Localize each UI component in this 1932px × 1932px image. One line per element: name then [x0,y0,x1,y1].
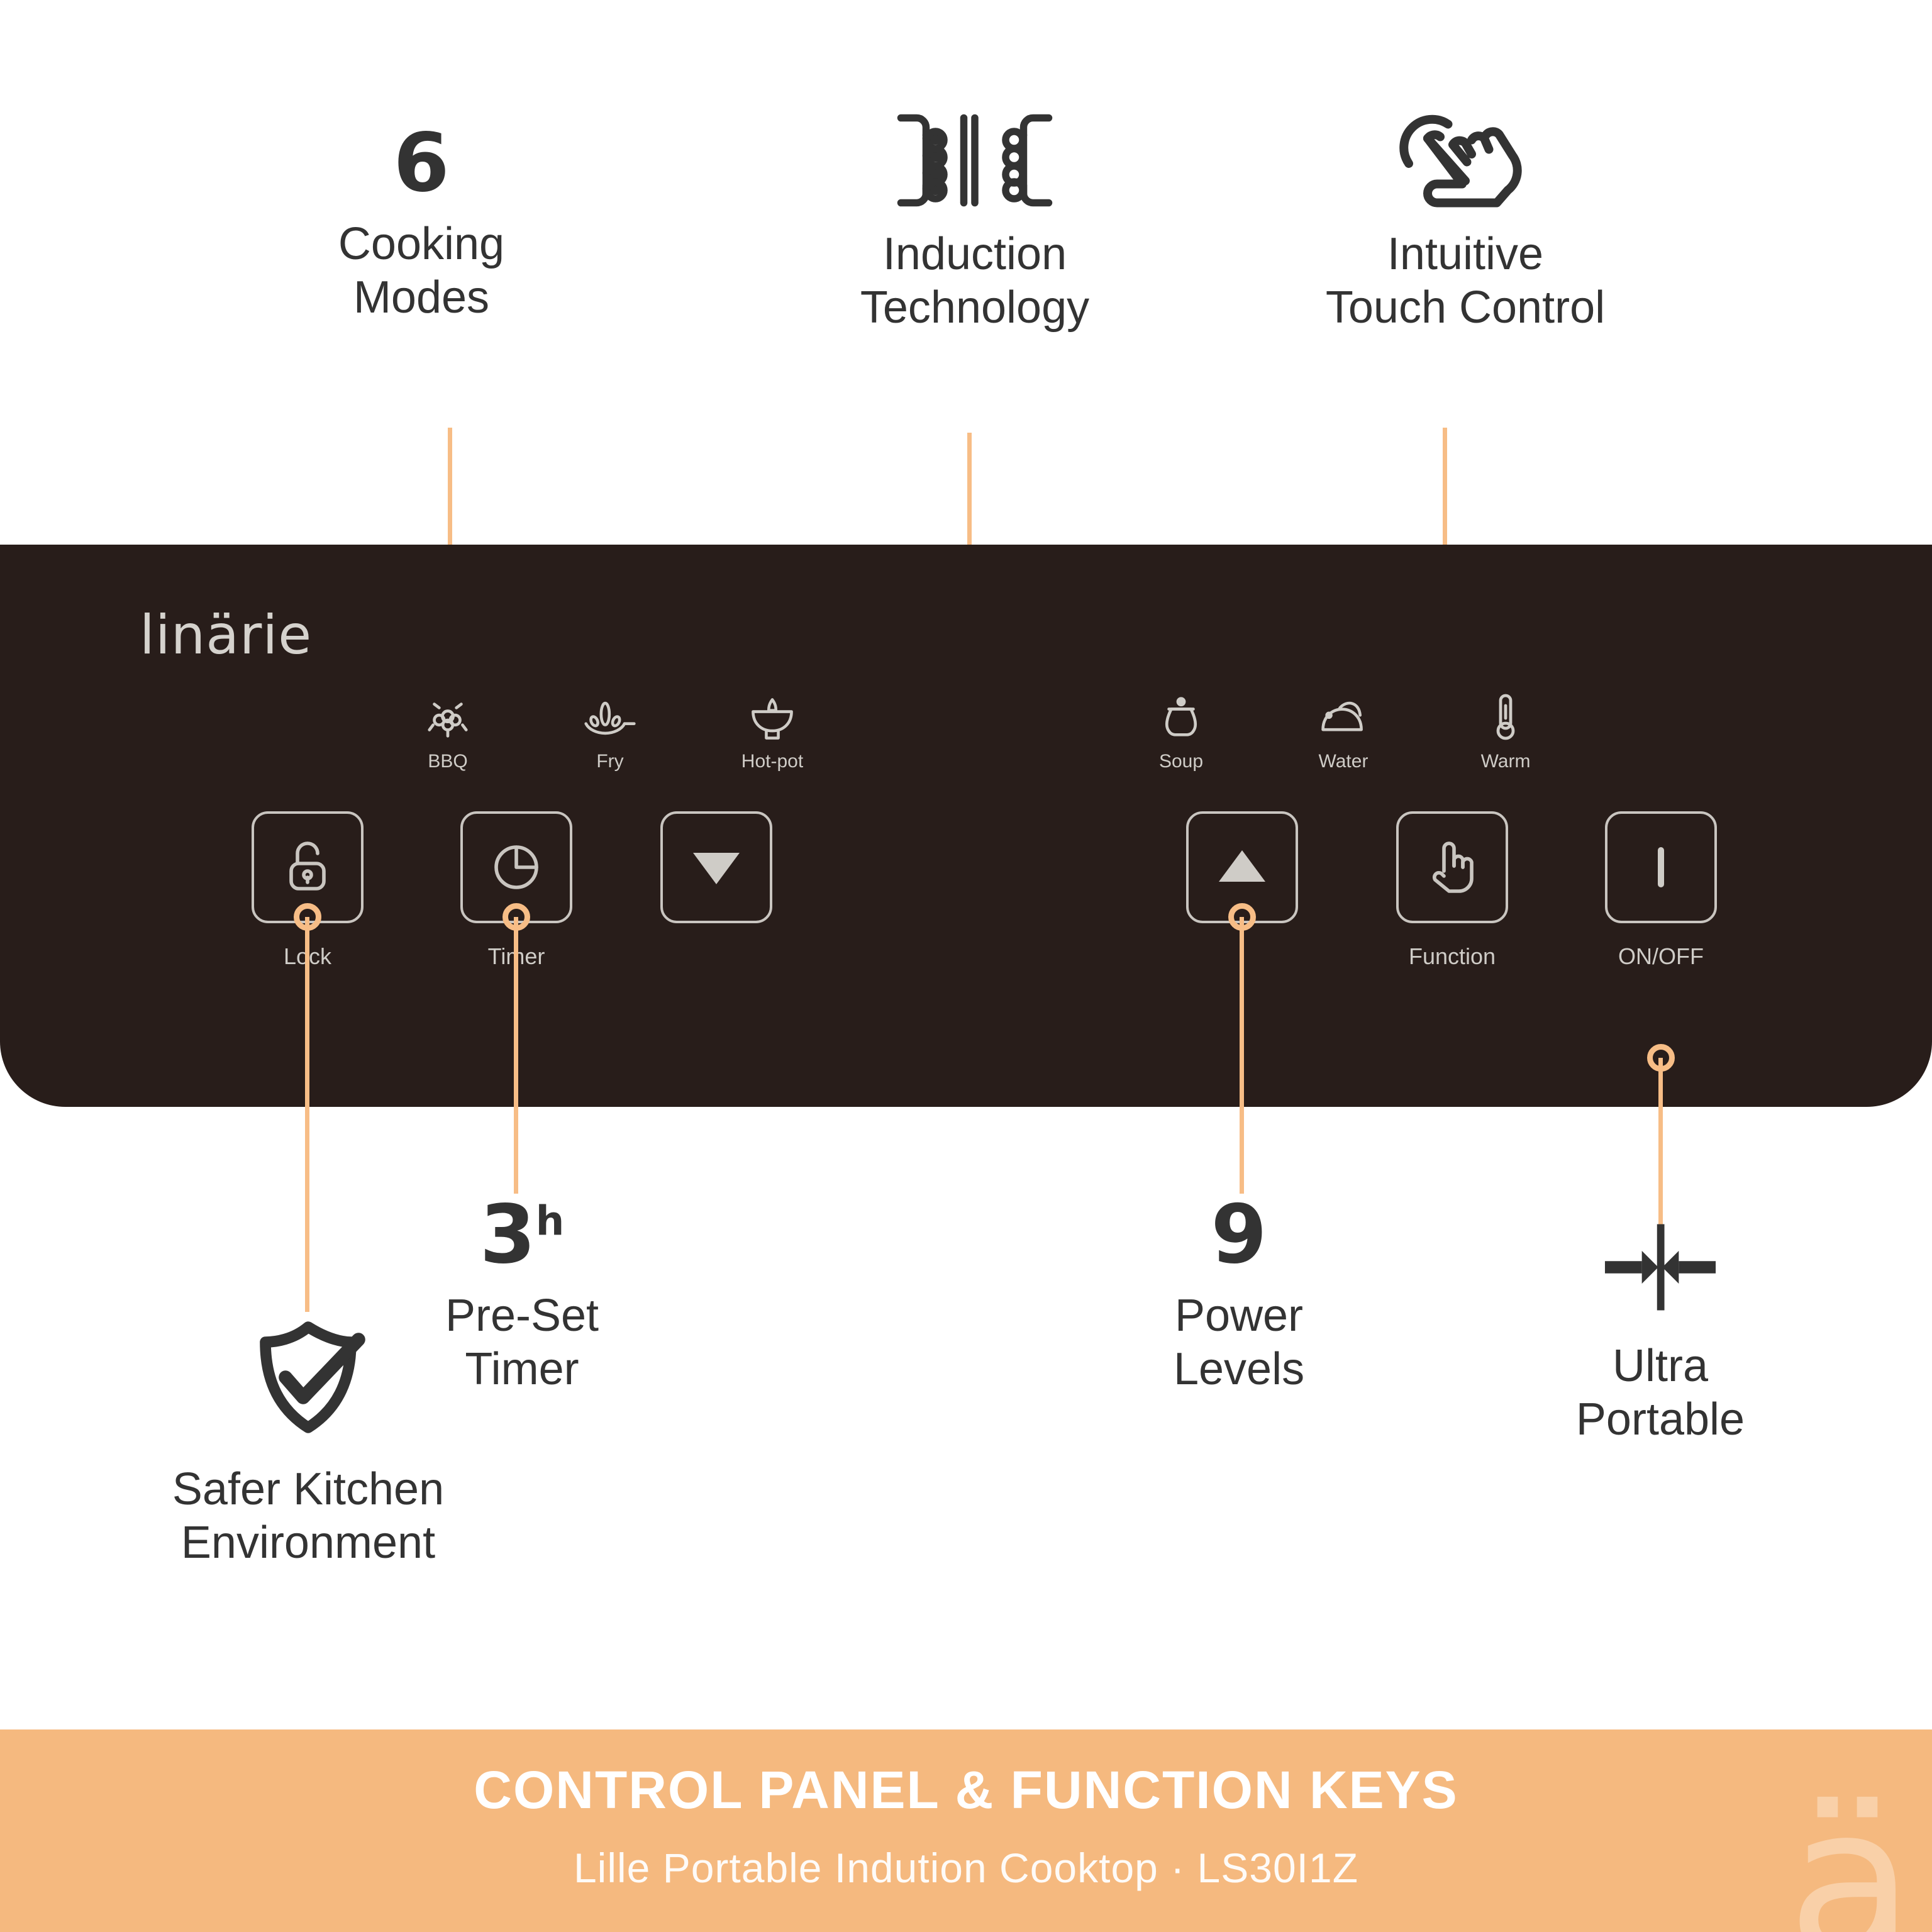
power-levels-number: 9 [1211,1188,1267,1282]
mode-bbq[interactable]: BBQ [385,691,511,772]
mode-warm-label: Warm [1480,751,1531,772]
power-bar-icon [1658,847,1664,887]
mode-hotpot[interactable]: Hot-pot [709,691,835,772]
mode-soup-label: Soup [1158,751,1204,772]
induction-transformer-icon [711,107,1239,214]
mode-water-label: Water [1318,751,1368,772]
feature-safer-kitchen: Safer Kitchen Environment [113,1314,503,1570]
kettle-icon [1280,691,1406,743]
feature-induction-technology: Induction Technology [711,107,1239,335]
feature-ultra-portable: Ultra Portable [1497,1214,1824,1446]
soup-pot-icon [1118,691,1244,743]
key-on-off[interactable] [1605,811,1717,923]
power-levels-caption: Power Levels [1173,1291,1305,1394]
key-function[interactable] [1396,811,1508,923]
key-on-off-label: ON/OFF [1618,943,1704,969]
compact-arrows-icon [1497,1214,1824,1314]
banner-title: CONTROL PANEL & FUNCTION KEYS [474,1760,1458,1819]
feature-preset-timer: 3h Pre-Set Timer [352,1195,692,1396]
mode-soup[interactable]: Soup [1118,691,1244,772]
mode-bbq-label: BBQ [428,751,468,772]
touch-control-caption: Intuitive Touch Control [1325,229,1606,333]
connector-lock [305,917,309,1312]
fry-flame-icon [547,691,673,743]
feature-power-levels: 9 Power Levels [1069,1195,1409,1396]
triangle-up-icon [1219,850,1265,882]
preset-timer-caption: Pre-Set Timer [445,1291,599,1394]
touch-gesture-icon [1182,107,1748,214]
clock-pie-icon [494,845,538,889]
banner-subtitle: Lille Portable Indution Cooktop · LS30I1… [573,1845,1359,1891]
cooking-modes-number: 6 [393,116,450,210]
bottom-banner: ä CONTROL PANEL & FUNCTION KEYS Lille Po… [0,1729,1932,1932]
thermometer-icon [1443,691,1568,743]
mode-fry-label: Fry [596,751,624,772]
preset-timer-number: 3h [352,1195,692,1275]
brand-logo: linärie [140,604,313,667]
hotpot-icon [709,691,835,743]
mode-hotpot-label: Hot-pot [741,751,804,772]
feature-touch-control: Intuitive Touch Control [1182,107,1748,335]
induction-technology-caption: Induction Technology [860,229,1090,333]
padlock-icon [289,841,326,891]
safer-kitchen-caption: Safer Kitchen Environment [172,1464,445,1568]
key-decrease[interactable] [660,811,772,923]
preset-timer-value: 3 [479,1188,536,1282]
feature-cooking-modes: 6 Cooking Modes [264,123,579,325]
shield-check-icon [113,1314,503,1440]
ultra-portable-caption: Ultra Portable [1575,1341,1745,1445]
hand-point-icon [1432,841,1474,893]
connector-induction [967,433,972,644]
mode-water[interactable]: Water [1280,691,1406,772]
key-function-label: Function [1408,943,1496,969]
cooking-modes-caption: Cooking Modes [338,219,505,323]
mode-warm[interactable]: Warm [1443,691,1568,772]
bbq-grill-icon [385,691,511,743]
brand-watermark: ä [1787,1762,1914,1932]
triangle-down-icon [693,853,740,884]
connector-power-levels [1240,917,1244,1194]
preset-timer-unit: h [535,1198,565,1245]
mode-fry[interactable]: Fry [547,691,673,772]
connector-timer [514,917,518,1194]
connector-ultra-portable [1658,1058,1663,1278]
